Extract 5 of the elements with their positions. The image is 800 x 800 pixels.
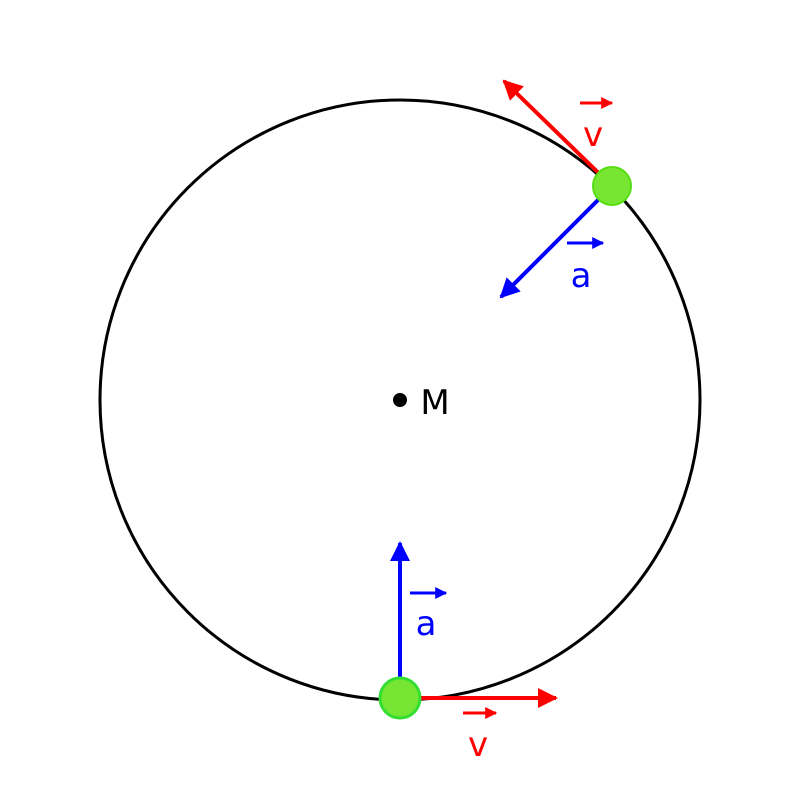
vector-label: M (420, 386, 450, 420)
vector-label: a (570, 259, 592, 293)
vector-label: v (582, 118, 604, 152)
vector-label: v (468, 728, 488, 762)
vector-label: a (416, 607, 436, 641)
